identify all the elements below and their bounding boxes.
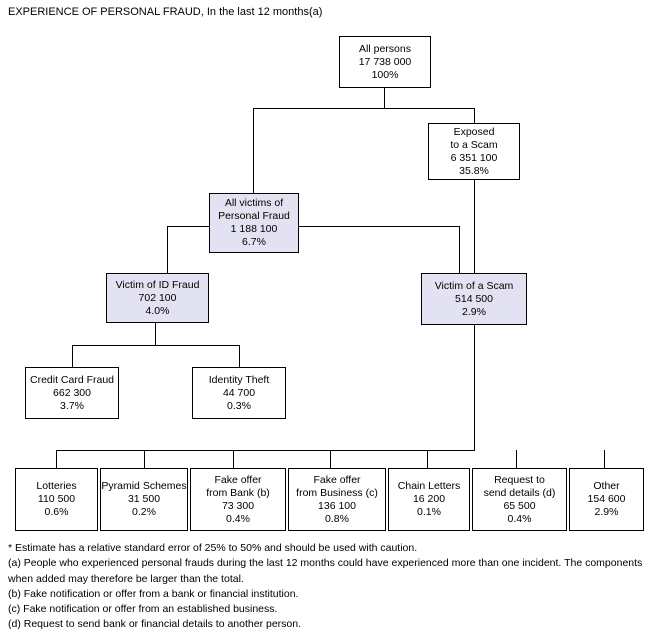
node-other-percent: 2.9% xyxy=(594,506,619,518)
footnote-b: (b) Fake notification or offer from a ba… xyxy=(8,587,299,600)
edge-to-other xyxy=(604,450,605,468)
node-pyramid-schemes-label: Pyramid Schemes xyxy=(101,480,187,492)
node-fake-offer-business-label1: Fake offer xyxy=(313,473,361,486)
node-other[interactable]: Other 154 600 2.9% xyxy=(569,468,644,531)
node-identity-theft-count: 44 700 xyxy=(222,386,256,399)
edge-victim-scam-bus xyxy=(56,450,475,451)
node-lotteries-label: Lotteries xyxy=(36,480,77,492)
node-lotteries-percent: 0.6% xyxy=(44,506,69,518)
footnote-c: (c) Fake notification or offer from an e… xyxy=(8,603,278,616)
edge-id-fraud-bus xyxy=(72,345,239,346)
node-victim-scam-count: 514 500 xyxy=(455,292,493,305)
edge-down-to-id-fraud xyxy=(167,226,168,273)
node-lotteries-count: 110 500 xyxy=(37,493,76,505)
edge-exposed-to-victim-scam xyxy=(474,180,475,273)
edge-down-to-victim-scam xyxy=(459,226,460,273)
node-chain-letters-label: Chain Letters xyxy=(397,480,461,492)
node-victim-id-fraud-count: 702 100 xyxy=(138,291,177,304)
edge-to-pyramid-schemes xyxy=(144,450,145,468)
node-victim-of-a-scam[interactable]: Victim of a Scam 514 500 2.9% xyxy=(421,273,527,325)
node-exposed-to-scam-percent: 35.8% xyxy=(459,164,489,177)
node-all-persons-count: 17 738 000 xyxy=(358,55,412,68)
node-fake-offer-bank-label1: Fake offer xyxy=(214,473,262,486)
node-other-label: Other xyxy=(593,480,620,492)
node-pyramid-schemes[interactable]: Pyramid Schemes 31 500 0.2% xyxy=(100,468,188,531)
node-victim-scam-percent: 2.9% xyxy=(462,305,486,318)
edge-to-identity-theft xyxy=(239,345,240,367)
node-all-victims-label1: All victims of xyxy=(224,197,284,209)
node-pyramid-schemes-percent: 0.2% xyxy=(132,506,156,518)
node-exposed-to-scam[interactable]: Exposed to a Scam 6 351 100 35.8% xyxy=(428,123,520,180)
node-credit-card-fraud[interactable]: Credit Card Fraud 662 300 3.7% xyxy=(25,367,119,419)
node-exposed-to-scam-label2: to a Scam xyxy=(450,138,498,151)
node-exposed-to-scam-label1: Exposed xyxy=(453,125,495,138)
node-identity-theft-percent: 0.3% xyxy=(227,399,251,412)
node-request-to-send-details[interactable]: Request to send details (d) 65 500 0.4% xyxy=(472,468,567,531)
node-chain-letters-count: 16 200 xyxy=(412,493,446,505)
node-fake-offer-bank-label2: from Bank (b) xyxy=(206,486,270,499)
node-all-victims-personal-fraud[interactable]: All victims of Personal Fraud 1 188 100 … xyxy=(209,193,299,253)
node-all-victims-label2: Personal Fraud xyxy=(218,210,290,222)
node-identity-theft[interactable]: Identity Theft 44 700 0.3% xyxy=(192,367,286,419)
node-all-persons-percent: 100% xyxy=(371,68,399,81)
edge-to-exposed-scam xyxy=(474,108,475,123)
node-chain-letters[interactable]: Chain Letters 16 200 0.1% xyxy=(388,468,470,531)
node-request-details-percent: 0.4% xyxy=(507,512,532,525)
edge-to-chain-letters xyxy=(427,450,428,468)
node-victim-of-id-fraud[interactable]: Victim of ID Fraud 702 100 4.0% xyxy=(106,273,209,323)
node-victim-scam-label: Victim of a Scam xyxy=(434,279,514,292)
edge-to-lotteries xyxy=(56,450,57,468)
node-fake-offer-from-bank[interactable]: Fake offer from Bank (b) 73 300 0.4% xyxy=(190,468,286,531)
edge-to-fake-offer-business xyxy=(330,450,331,468)
edge-all-victims-right xyxy=(299,226,460,227)
edge-to-all-victims xyxy=(253,108,254,193)
node-all-victims-count: 1 188 100 xyxy=(230,223,278,235)
edge-to-request-details xyxy=(516,450,517,468)
node-victim-id-fraud-percent: 4.0% xyxy=(145,304,170,317)
page-title: EXPERIENCE OF PERSONAL FRAUD, In the las… xyxy=(8,6,323,18)
node-request-details-label1: Request to xyxy=(494,473,545,486)
node-all-persons-label: All persons xyxy=(359,42,411,55)
node-credit-card-fraud-percent: 3.7% xyxy=(60,399,84,412)
node-pyramid-schemes-count: 31 500 xyxy=(127,493,161,505)
node-identity-theft-label: Identity Theft xyxy=(208,373,270,386)
node-fake-offer-bank-percent: 0.4% xyxy=(226,512,250,525)
edge-all-victims-left xyxy=(167,226,209,227)
footnote-a: (a) People who experienced personal frau… xyxy=(8,557,643,585)
node-request-details-label2: send details (d) xyxy=(483,486,556,499)
footnote-estimate: * Estimate has a relative standard error… xyxy=(8,542,418,554)
node-all-victims-percent: 6.7% xyxy=(242,236,266,248)
edge-all-persons-stem xyxy=(384,88,385,108)
node-exposed-to-scam-count: 6 351 100 xyxy=(450,151,498,164)
edge-all-persons-bus xyxy=(253,108,475,109)
node-victim-id-fraud-label: Victim of ID Fraud xyxy=(115,278,200,291)
node-fake-offer-business-count: 136 100 xyxy=(318,499,356,512)
node-other-count: 154 600 xyxy=(587,493,626,505)
edge-id-fraud-stem xyxy=(155,323,156,345)
node-all-persons[interactable]: All persons 17 738 000 100% xyxy=(339,36,431,88)
node-fake-offer-business-percent: 0.8% xyxy=(325,512,349,525)
node-lotteries[interactable]: Lotteries 110 500 0.6% xyxy=(15,468,98,531)
node-fake-offer-from-business[interactable]: Fake offer from Business (c) 136 100 0.8… xyxy=(288,468,386,531)
node-credit-card-fraud-count: 662 300 xyxy=(53,386,91,399)
node-credit-card-fraud-label: Credit Card Fraud xyxy=(29,373,115,386)
edge-victim-scam-stem xyxy=(474,325,475,450)
footnotes: * Estimate has a relative standard error… xyxy=(8,541,644,633)
edge-to-fake-offer-bank xyxy=(233,450,234,468)
edge-to-credit-card-fraud xyxy=(72,345,73,367)
node-fake-offer-bank-count: 73 300 xyxy=(221,499,255,512)
node-fake-offer-business-label2: from Business (c) xyxy=(296,486,378,499)
node-chain-letters-percent: 0.1% xyxy=(417,506,441,518)
node-request-details-count: 65 500 xyxy=(503,499,536,512)
footnote-d: (d) Request to send bank or financial de… xyxy=(8,618,302,631)
